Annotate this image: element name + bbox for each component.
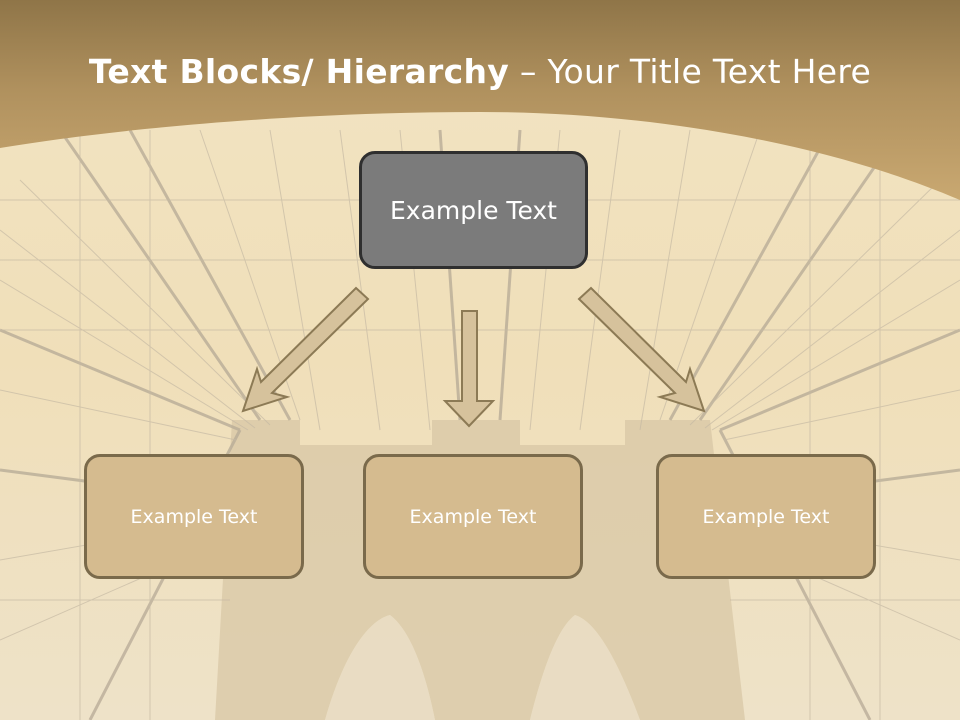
child-text-block-center[interactable]: Example Text — [363, 454, 583, 579]
child-text-block-label: Example Text — [409, 505, 537, 528]
top-text-block-label: Example Text — [390, 195, 557, 225]
child-text-block-right[interactable]: Example Text — [656, 454, 876, 579]
title-bold-part: Text Blocks/ Hierarchy — [88, 52, 510, 91]
child-text-block-label: Example Text — [130, 505, 258, 528]
child-text-block-label: Example Text — [702, 505, 830, 528]
arrow-right — [577, 286, 706, 413]
child-text-block-left[interactable]: Example Text — [84, 454, 304, 579]
top-text-block[interactable]: Example Text — [359, 151, 588, 269]
arrow-left — [241, 286, 370, 413]
arrow-center — [442, 310, 496, 428]
slide-title: Text Blocks/ Hierarchy – Your Title Text… — [0, 52, 960, 91]
title-rest-part: – Your Title Text Here — [509, 52, 872, 91]
